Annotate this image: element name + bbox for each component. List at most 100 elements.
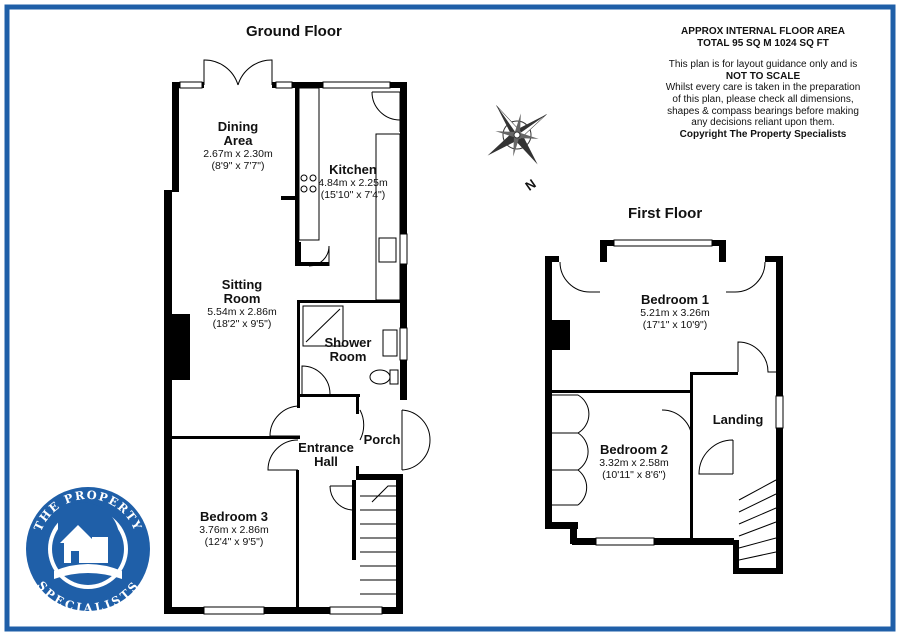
gf-basin — [382, 329, 398, 357]
gf-wall-north-c — [288, 82, 323, 88]
gf-door-dining-right — [237, 59, 273, 86]
gf-counter-west — [298, 87, 320, 241]
ff-wall-east-a — [776, 256, 783, 396]
ff-wall-south-west — [545, 522, 578, 529]
gf-wall-east-stairs — [396, 474, 403, 614]
ff-window-landing — [775, 395, 784, 429]
ground-floor-plan — [164, 82, 407, 614]
gf-window-kitchen-north — [322, 81, 391, 89]
ff-wall-east-b — [776, 428, 783, 574]
gf-shower-line — [305, 308, 341, 343]
gf-window-kitchen-east — [399, 233, 408, 265]
ff-wall-south-stair — [733, 568, 783, 574]
gf-door-porch-front — [401, 409, 431, 471]
disclaimer-line-2: of this plan, please check all dimension… — [672, 93, 854, 105]
guidance-text: This plan is for layout guidance only an… — [668, 59, 858, 71]
gf-door-kitchen — [371, 91, 401, 132]
gf-door-dining-left — [203, 59, 239, 86]
gf-wall-bed3-north — [172, 436, 300, 439]
ff-wall-north-b — [765, 256, 781, 262]
ff-bay-right — [719, 240, 726, 262]
gf-wc — [369, 369, 391, 385]
gf-wall-porch-sw — [356, 466, 359, 480]
gf-wall-north-d — [390, 82, 406, 88]
gf-window-dining-right — [275, 81, 293, 89]
gf-wall-shower-north — [297, 300, 405, 303]
room-kitchen: Kitchen 4.84m x 2.25m (15'10" x 7'4") — [305, 162, 401, 202]
ff-wall-west — [545, 256, 552, 528]
gf-door-shower — [301, 365, 331, 395]
gf-hob-ring — [309, 185, 317, 193]
gf-wall-stair-west — [352, 480, 356, 560]
gf-wall-west — [164, 190, 172, 612]
room-dimensions: 3.32m x 2.58m (10'11" x 8'6") — [599, 457, 669, 481]
ff-chimney — [552, 320, 570, 350]
room-name: Kitchen — [329, 162, 377, 177]
gf-window-dining-left — [179, 81, 203, 89]
gf-door-bed3 — [267, 439, 299, 471]
gf-wall-kitchen-stub — [281, 196, 299, 200]
ff-wardrobe — [552, 394, 590, 506]
room-name: Shower Room — [324, 335, 372, 364]
gf-wall-kitchen-west — [295, 82, 299, 242]
gf-wall-east-c — [400, 264, 407, 328]
room-name: Dining Area — [217, 119, 259, 148]
gf-door-sitting — [269, 405, 301, 437]
ff-bay-left-top — [600, 240, 614, 246]
compass-north-label: N — [522, 176, 538, 194]
gf-wall-west-dining — [172, 82, 179, 192]
disclaimer-line-4: any decisions reliant upon them. — [691, 117, 835, 129]
gf-door-porch-inner — [359, 409, 365, 441]
copyright-text: Copyright The Property Specialists — [679, 128, 847, 140]
room-entrance-hall: Entrance Hall — [293, 441, 359, 469]
ff-wall-bed2-north — [552, 390, 692, 393]
gf-shower-tray — [302, 305, 344, 347]
room-shower-room: Shower Room — [318, 336, 378, 364]
room-dimensions: 4.84m x 2.25m (15'10" x 7'4") — [318, 177, 388, 201]
gf-hob-ring — [300, 174, 308, 182]
gf-wall-shower-west — [297, 300, 300, 408]
ground-floor-title: Ground Floor — [246, 23, 342, 40]
room-landing: Landing — [708, 413, 768, 427]
ff-wall-north-a — [545, 256, 559, 262]
ground-floor-fixtures — [179, 59, 431, 615]
gf-counter-east — [375, 133, 401, 301]
gf-hob-ring — [309, 174, 317, 182]
gf-stairs-winder — [371, 485, 396, 503]
room-bedroom-1: Bedroom 1 5.21m x 3.26m (17'1" x 10'9") — [622, 292, 728, 332]
ff-window-bay — [613, 239, 713, 247]
page-frame — [4, 4, 896, 632]
gf-wall-bed3-east — [296, 470, 299, 612]
gf-sink — [378, 237, 397, 263]
room-name: Bedroom 3 — [200, 509, 268, 524]
room-dimensions: 5.21m x 3.26m (17'1" x 10'9") — [640, 307, 710, 331]
gf-hob-ring — [300, 185, 308, 193]
room-dimensions: 3.76m x 2.86m (12'4" x 9'5") — [199, 524, 269, 548]
room-name: Entrance Hall — [298, 440, 354, 469]
ff-window-bed2 — [595, 537, 655, 546]
gf-door-under-stairs — [329, 485, 353, 511]
ff-door-bed1 — [737, 341, 776, 373]
room-bedroom-3: Bedroom 3 3.76m x 2.86m (12'4" x 9'5") — [184, 509, 284, 549]
gf-wall-stair-top — [356, 474, 400, 480]
room-dimensions: 5.54m x 2.86m (18'2" x 9'5") — [207, 306, 277, 330]
ff-wall-stair-west — [733, 540, 739, 574]
compass-rose-icon — [487, 105, 547, 165]
plan-notes: APPROX INTERNAL FLOOR AREA TOTAL 95 SQ M… — [648, 26, 878, 140]
area-line-1: APPROX INTERNAL FLOOR AREA — [681, 26, 845, 37]
room-name: Sitting Room — [221, 277, 263, 306]
gf-stairs — [360, 495, 396, 595]
ff-window-bay-right-swing — [726, 261, 766, 293]
room-dimensions: 2.67m x 2.30m (8'9" x 7'7") — [203, 148, 273, 172]
gf-chimney — [172, 314, 190, 380]
ff-window-bay-left-swing — [559, 261, 600, 293]
gf-window-hall — [329, 606, 383, 615]
not-to-scale-text: NOT TO SCALE — [725, 70, 801, 82]
ff-wall-landing-north — [690, 372, 738, 375]
room-name: Bedroom 2 — [600, 442, 668, 457]
gf-door-cupboard — [308, 245, 330, 267]
room-name: Bedroom 1 — [641, 292, 709, 307]
ff-door-bed2 — [661, 409, 693, 441]
gf-wall-porch-west — [356, 394, 359, 414]
